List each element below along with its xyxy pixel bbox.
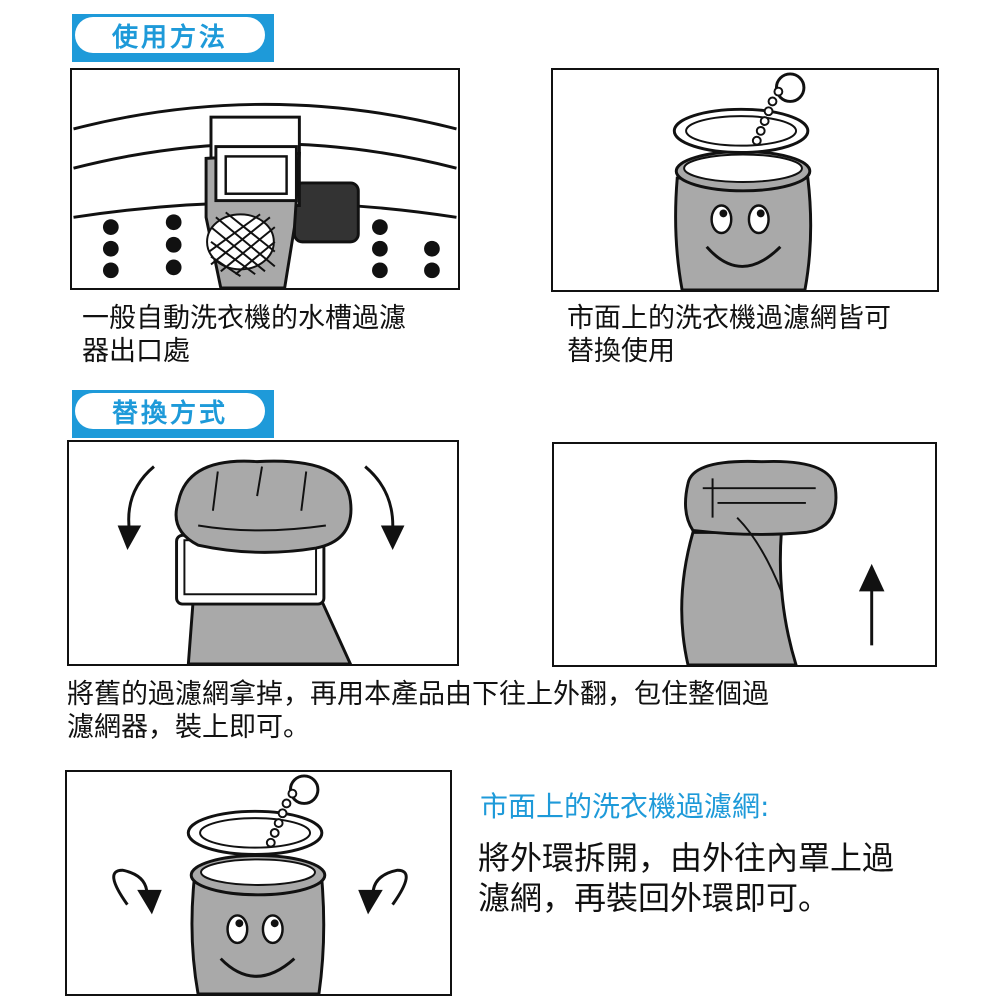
market-body-line1: 將外環拆開，由外往內罩上過 <box>478 839 895 877</box>
panel-ring-cover <box>65 770 452 996</box>
replace-header: 替換方式 <box>72 390 274 438</box>
panel-flip-down <box>67 440 459 666</box>
panel2-caption: 市面上的洗衣機過濾網皆可 替換使用 <box>567 302 891 368</box>
drum-filter-illustration <box>73 102 457 288</box>
ring-cover-illustration <box>112 774 408 994</box>
panel-filter-face <box>551 68 939 292</box>
market-body-line2: 濾網，再裝回外環即可。 <box>478 879 831 917</box>
flip-down-illustration <box>117 459 405 664</box>
panel-flip-up <box>552 442 937 667</box>
replace-caption: 將舊的過濾網拿掉，再用本產品由下往上外翻，包住整個過 濾網器，裝上即可。 <box>67 678 769 744</box>
usage-header: 使用方法 <box>72 14 274 62</box>
panel-drum-filter <box>70 68 460 290</box>
market-body: 將外環拆開，由外往內罩上過 濾網，再裝回外環即可。 <box>478 838 894 918</box>
usage-title: 使用方法 <box>75 17 265 53</box>
flip-up-illustration <box>680 459 885 665</box>
replace-caption-line1: 將舊的過濾網拿掉，再用本產品由下往上外翻，包住整個過 <box>67 679 769 710</box>
panel2-caption-line2: 替換使用 <box>567 336 675 367</box>
market-title: 市面上的洗衣機過濾網: <box>480 790 770 823</box>
panel1-caption-line2: 器出口處 <box>82 336 190 367</box>
replace-caption-line2: 濾網器，裝上即可。 <box>67 712 310 743</box>
panel2-caption-line1: 市面上的洗衣機過濾網皆可 <box>567 303 891 334</box>
panel1-caption-line1: 一般自動洗衣機的水槽過濾 <box>82 303 406 334</box>
panel1-caption: 一般自動洗衣機的水槽過濾 器出口處 <box>82 302 406 368</box>
replace-title: 替換方式 <box>75 393 265 429</box>
filter-face-illustration <box>672 72 813 290</box>
